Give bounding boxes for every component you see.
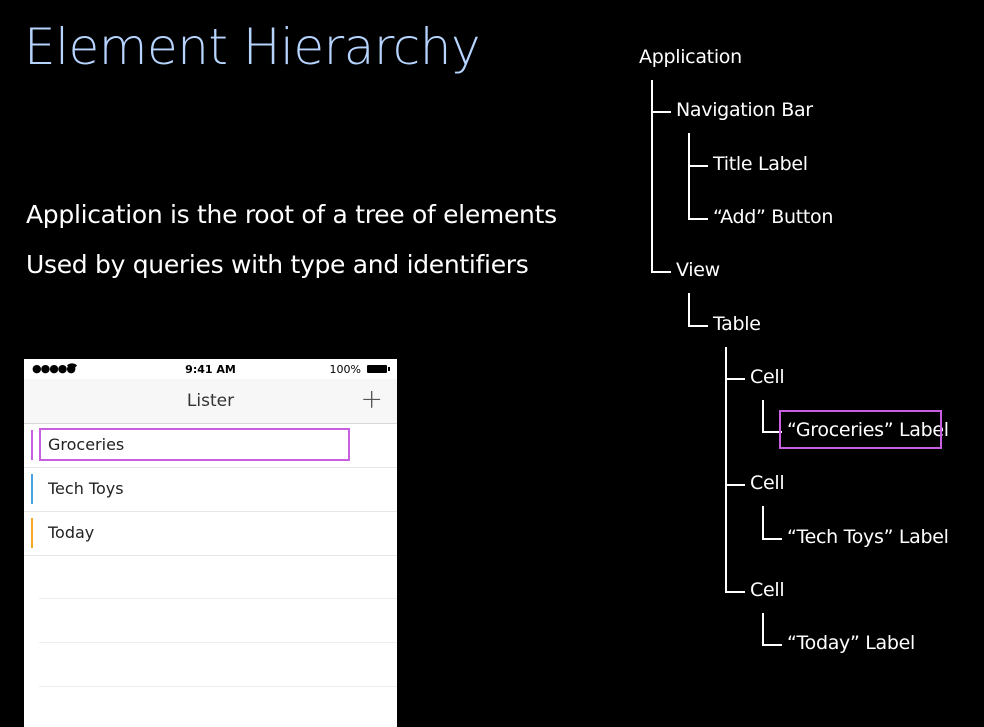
tree-connector [725, 591, 745, 593]
tree-connector [688, 133, 690, 219]
list-item-label: Tech Toys [48, 479, 124, 498]
tree-connector [725, 484, 745, 487]
list-color-indicator [31, 430, 33, 460]
tree-node-add-button: “Add” Button [713, 205, 834, 228]
tree-node-view: View [676, 259, 720, 282]
tree-connector [762, 613, 764, 646]
tree-connector [651, 111, 671, 114]
table-separator [39, 598, 397, 599]
tree-connector [762, 644, 782, 647]
bullet-root-description: Application is the root of a tree of ele… [26, 200, 557, 229]
navigation-bar: Lister + [24, 379, 397, 424]
tree-connector [762, 537, 782, 540]
tree-node-tech-toys-label: “Tech Toys” Label [787, 525, 949, 548]
tree-node-groceries-label: “Groceries” Label [787, 419, 949, 442]
groceries-highlight [39, 428, 350, 461]
status-bar: ●●●●● 9:41 AM 100% [24, 359, 397, 379]
tree-connector [725, 346, 727, 592]
tree-connector [688, 164, 708, 167]
tree-connector [688, 324, 708, 327]
list-item[interactable]: Today [24, 511, 397, 556]
tree-connector [651, 271, 671, 274]
tree-node-cell-1: Cell [750, 365, 785, 388]
list-color-indicator [31, 474, 33, 504]
tree-node-today-label: “Today” Label [787, 632, 916, 655]
tree-node-table: Table [713, 312, 761, 335]
tree-connector [762, 431, 782, 434]
tree-node-application: Application [639, 46, 742, 68]
nav-title-label: Lister [186, 391, 235, 411]
tree-connector [725, 377, 745, 380]
list-item[interactable]: Groceries [24, 423, 397, 468]
list-item[interactable]: Tech Toys [24, 467, 397, 512]
wifi-icon [66, 362, 78, 375]
table-separator [39, 642, 397, 643]
tree-node-navigation-bar: Navigation Bar [676, 99, 813, 122]
signal-strength-icon: ●●●●● [32, 362, 76, 375]
tree-node-title-label: Title Label [713, 152, 808, 175]
tree-node-cell-2: Cell [750, 472, 785, 495]
bullet-queries-description: Used by queries with type and identifier… [26, 250, 529, 279]
tree-node-cell-3: Cell [750, 579, 785, 601]
groceries-node-highlight [779, 410, 942, 449]
add-button[interactable]: + [360, 384, 383, 415]
tree-connector [688, 293, 690, 326]
tree-connector [762, 399, 764, 433]
battery-percentage: 100% [329, 363, 361, 376]
list-item-label: Today [48, 523, 95, 542]
slide-title: Element Hierarchy [24, 18, 481, 76]
battery-icon [367, 365, 390, 373]
table-separator [39, 686, 397, 687]
tree-connector [651, 80, 653, 273]
tree-connector [762, 506, 764, 539]
tree-connector [688, 217, 708, 220]
list-color-indicator [31, 518, 33, 548]
status-time: 9:41 AM [185, 363, 236, 376]
list-item-label: Groceries [48, 435, 125, 454]
